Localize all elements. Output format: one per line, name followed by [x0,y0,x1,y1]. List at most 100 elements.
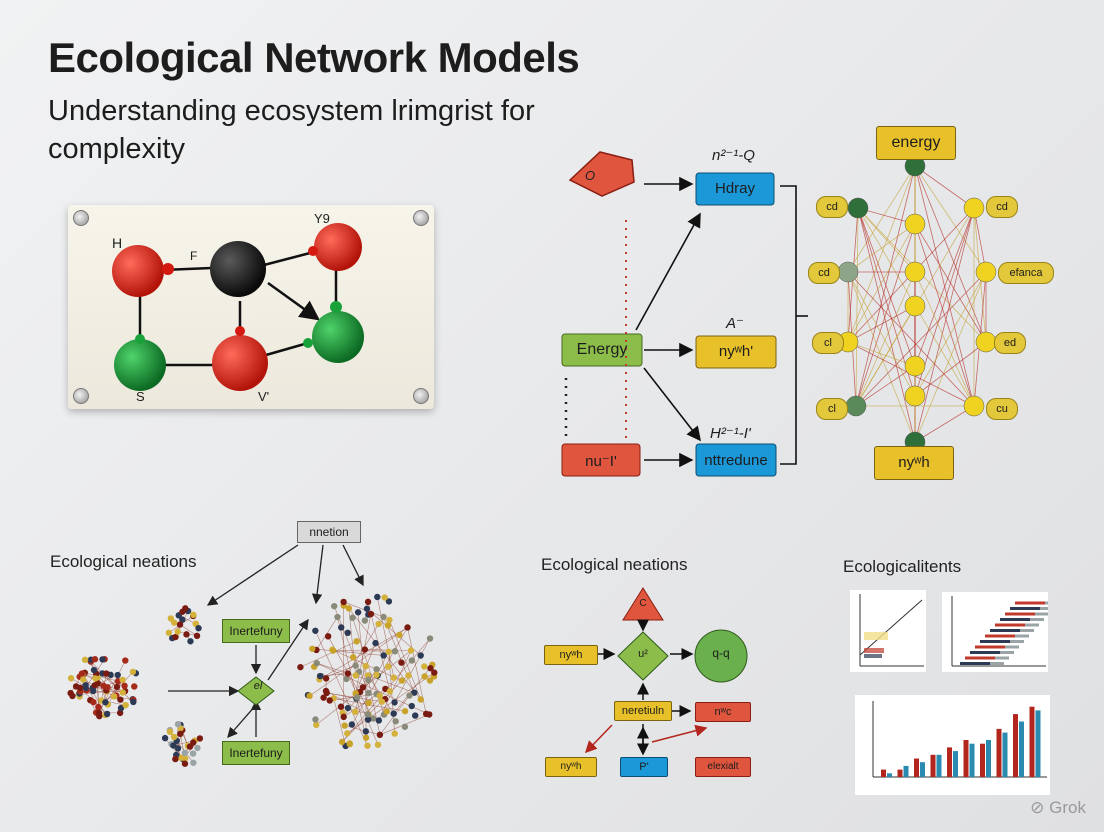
cluster-node [365,676,372,684]
cluster-node [385,598,393,605]
cluster-node [67,675,75,682]
network-edge [857,207,916,273]
cluster-node [412,712,419,719]
atom-label: H [112,235,123,251]
dense-network [837,155,997,453]
p-box: P' [620,757,668,777]
cluster-node [374,741,382,748]
cluster-node [119,689,126,696]
cluster-edge [315,630,368,746]
bar-chart [855,695,1050,795]
cluster-node [398,659,405,666]
bar [963,740,969,777]
section-label: Ecological neations [541,555,688,574]
cluster-node [174,745,182,752]
cluster-node [121,682,128,690]
cluster-node [122,657,129,664]
cluster-node [378,698,386,705]
cluster-node [95,703,102,711]
cluster-node [362,662,369,670]
diamond-label: el [253,680,263,692]
cluster-node [313,721,320,729]
nnetion-box: nnetion [297,521,361,543]
cluster-node [96,712,103,720]
network-node [837,261,859,283]
cluster-node [349,614,356,621]
cluster-edge [383,616,415,693]
cluster-node [406,692,413,699]
cluster-node [390,710,397,717]
cluster-node [370,715,377,722]
cluster-node [334,613,341,621]
cluster-node [421,673,428,680]
arrow [342,544,364,587]
page-subtitle: Understanding ecosystem lrimgrist for co… [48,95,535,165]
network-tag-left: cl [812,332,844,354]
nu-label: nu⁻I' [585,453,617,470]
bar [990,629,1020,632]
cluster-node [390,674,398,681]
line-chart [850,590,926,672]
cluster-node [183,631,190,638]
nttredune-box [695,443,777,477]
nttredune-label: nttredune [704,452,768,469]
bar [1035,612,1048,616]
cluster-node [331,602,338,610]
highlight-band [864,648,884,653]
cluster-node [67,689,74,697]
cluster-edge [333,606,369,694]
cluster-node [189,750,197,757]
bar [936,754,942,777]
network-node [975,331,997,353]
network-edge [847,341,916,367]
network-node [963,395,985,417]
cluster-node [348,721,356,728]
connector-arrows [168,544,364,738]
cluster-small [165,605,202,645]
network-tag-right: cd [986,196,1018,218]
cluster-node [427,665,434,672]
cluster-node [166,728,174,735]
cluster-node [343,675,350,683]
cluster-node [165,629,173,636]
cluster-node [426,635,434,642]
cluster-node [91,656,99,663]
cluster-node [113,683,121,691]
cluster-node [190,759,197,766]
cluster-edge [377,596,395,678]
cluster-node [396,631,403,639]
bar [930,754,936,777]
hdray-box [695,172,775,206]
network-edges [847,165,987,443]
cluster-node [344,670,352,677]
grok-icon: ⊘ [1030,798,1045,817]
cluster-node [170,742,177,749]
cluster-node [119,676,126,684]
arrow [267,618,309,681]
cluster-node [176,621,184,628]
cluster-node [340,598,347,606]
cluster-node [383,708,390,715]
cluster-node [344,704,352,712]
cluster-left [67,655,140,720]
circle-node [694,629,748,683]
bar [970,651,1000,654]
bar [980,640,1010,643]
bar [965,656,995,660]
network-tag-right: efanca [998,262,1054,284]
atom-green [114,339,166,391]
cluster-node [161,734,169,742]
cluster-node [110,693,118,700]
bar [914,758,919,777]
screw-icon [413,210,429,226]
cluster-node [194,744,201,752]
bar-chart-horizontal [942,592,1048,672]
bar [881,769,886,777]
cluster-edge [105,686,118,703]
cluster-node [196,735,204,742]
cluster-node [376,692,383,700]
cluster-node [411,689,418,696]
cluster-edge [343,601,384,618]
network-edge [914,341,987,397]
bar [1029,706,1035,777]
